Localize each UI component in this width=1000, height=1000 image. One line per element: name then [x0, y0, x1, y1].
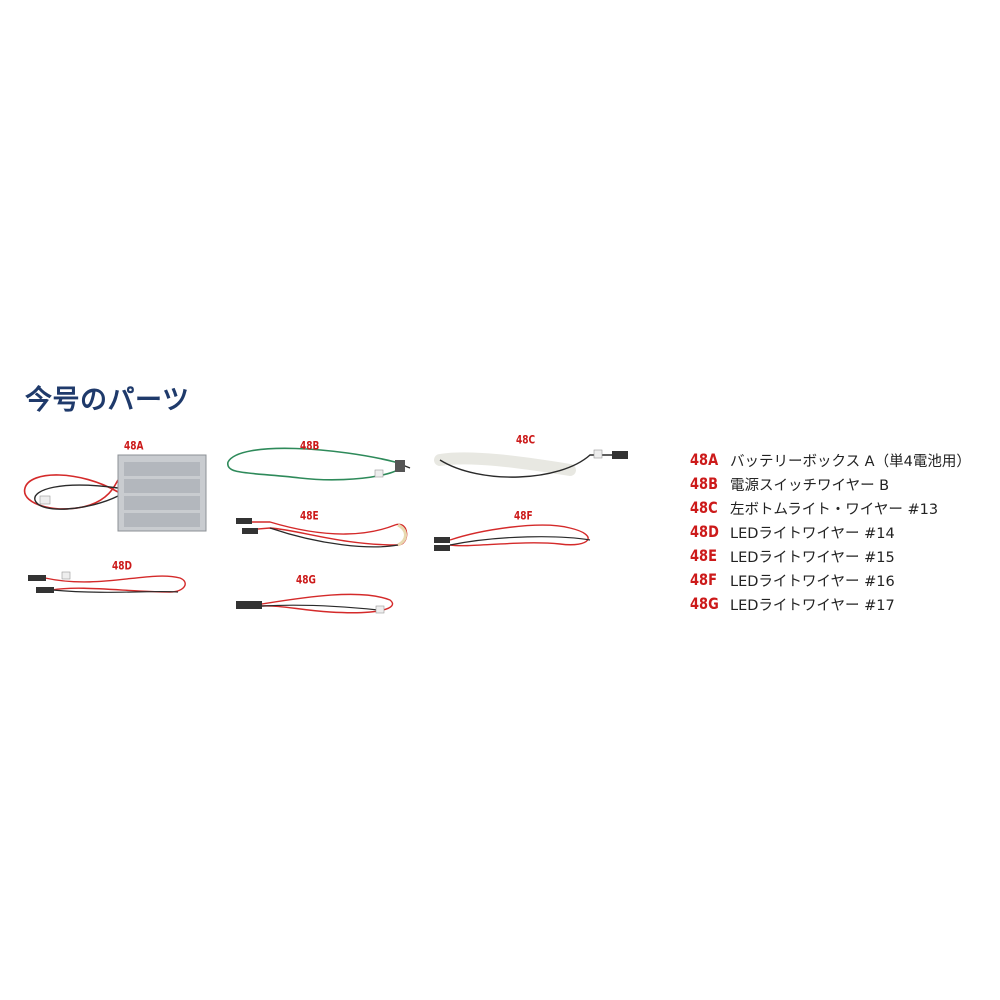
list-item: 48D LEDライトワイヤー #14 — [690, 520, 995, 544]
part-code: 48C — [690, 498, 718, 518]
list-item: 48E LEDライトワイヤー #15 — [690, 544, 995, 568]
list-item: 48G LEDライトワイヤー #17 — [690, 592, 995, 616]
switch-wire-illustration — [227, 447, 411, 481]
photo-tag-48b: 48B — [300, 440, 320, 454]
part-name: LEDライトワイヤー #16 — [730, 573, 895, 590]
led-wire-14-illustration — [28, 571, 186, 593]
photo-tag-48g: 48G — [296, 574, 316, 588]
led-wire-17-illustration — [236, 593, 394, 614]
list-item: 48F LEDライトワイヤー #16 — [690, 568, 995, 592]
part-name: LEDライトワイヤー #15 — [730, 549, 895, 566]
battery-box-illustration — [23, 454, 207, 532]
parts-list: 48A バッテリーボックス A（単4電池用） 48B 電源スイッチワイヤー B 48… — [690, 448, 995, 616]
photo-tag-48c: 48C — [516, 434, 536, 448]
led-wire-15-illustration — [236, 518, 408, 548]
part-name: LEDライトワイヤー #14 — [730, 525, 895, 542]
photo-tag-48f: 48F — [514, 510, 533, 524]
part-code: 48G — [690, 594, 719, 614]
list-item: 48C 左ボトムライト・ワイヤー #13 — [690, 496, 995, 520]
part-name: 電源スイッチワイヤー B — [730, 477, 890, 494]
part-name: バッテリーボックス A（単4電池用） — [730, 453, 971, 470]
part-code: 48F — [690, 570, 717, 590]
part-code: 48D — [690, 522, 719, 542]
photo-tag-48e: 48E — [300, 510, 319, 524]
parts-photo — [23, 447, 628, 614]
page-title: 今号のパーツ — [25, 385, 190, 416]
part-code: 48A — [690, 450, 719, 470]
light-guide-wire-illustration — [434, 449, 628, 478]
led-wire-16-illustration — [434, 524, 591, 551]
list-item: 48B 電源スイッチワイヤー B — [690, 472, 995, 496]
part-name: 左ボトムライト・ワイヤー #13 — [730, 501, 939, 518]
part-code: 48E — [690, 546, 717, 566]
photo-tag-48a: 48A — [124, 440, 144, 454]
part-name: LEDライトワイヤー #17 — [730, 597, 895, 614]
part-code: 48B — [690, 474, 718, 494]
photo-tag-48d: 48D — [112, 560, 132, 574]
list-item: 48A バッテリーボックス A（単4電池用） — [690, 448, 995, 472]
